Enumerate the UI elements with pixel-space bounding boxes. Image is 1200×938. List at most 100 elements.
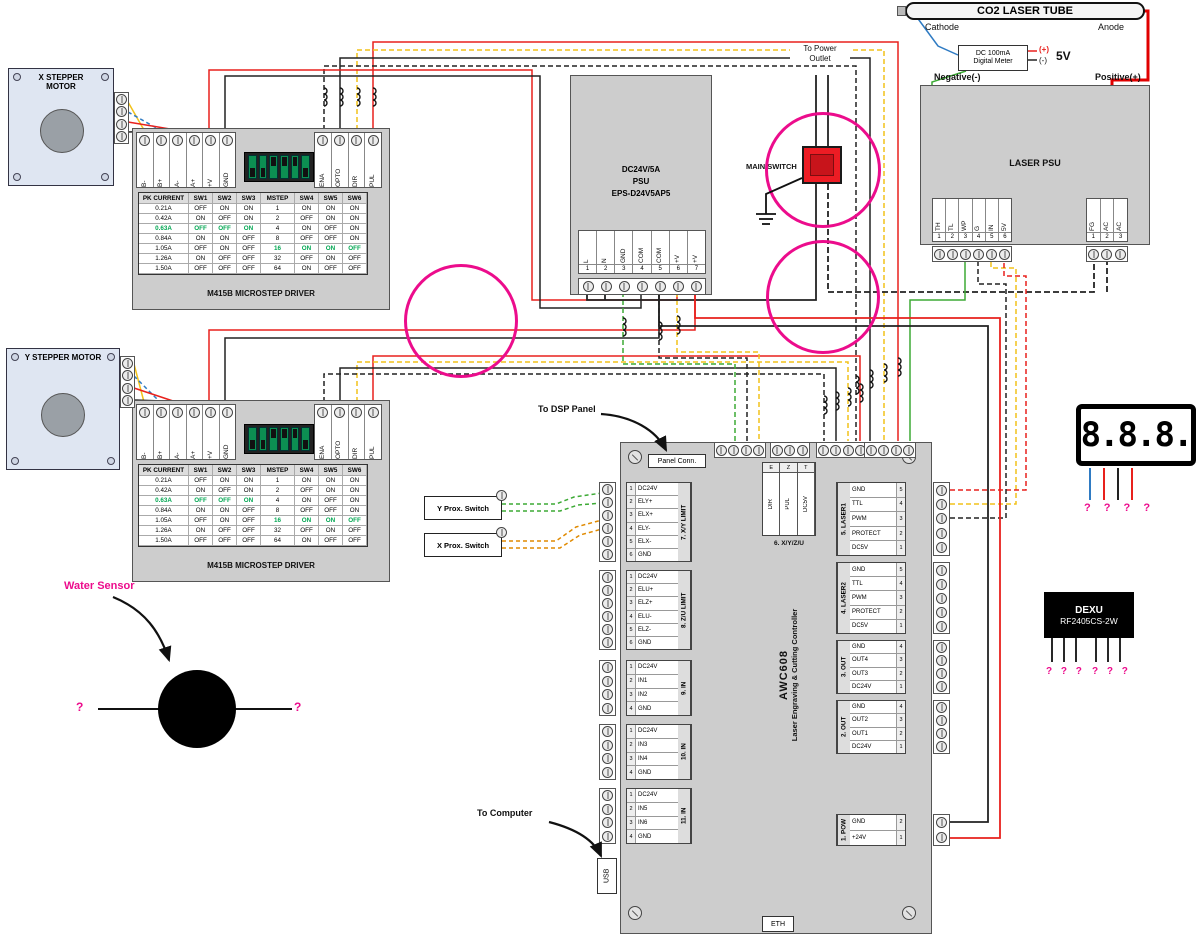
pin-number: 2 [896, 815, 905, 830]
table-cell: ON [237, 214, 261, 224]
table-cell: ON [319, 204, 343, 214]
controller-top-strip-3 [816, 442, 868, 458]
table-header: PK CURRENT [139, 465, 189, 476]
screw-terminal [936, 606, 947, 618]
pin-label: OUT2 [850, 714, 896, 727]
controller-title: AWC608 Laser Engraving & Cutting Control… [776, 525, 800, 825]
table-cell: ON [319, 244, 343, 254]
screw-terminal [172, 407, 184, 418]
dip-switch[interactable] [290, 155, 300, 179]
dip-switch[interactable] [248, 155, 257, 179]
main-switch[interactable] [802, 146, 842, 184]
pin-label: PWM [850, 591, 896, 605]
table-cell: ON [319, 486, 343, 496]
dip-switch[interactable] [280, 155, 289, 179]
pin-label: N [601, 258, 609, 263]
screw-terminal [602, 766, 613, 778]
screw-terminal [690, 281, 702, 292]
dip-switch[interactable] [269, 427, 279, 451]
usb-port[interactable]: USB [597, 858, 617, 894]
dip-switch[interactable] [269, 155, 279, 179]
table-header: SW6 [343, 193, 367, 204]
screw-terminal [934, 248, 945, 260]
screw-terminal [878, 444, 890, 456]
pin-label: GND [850, 815, 896, 830]
pin-label: GND [850, 701, 896, 714]
limit-xy-screws [599, 482, 616, 562]
main-switch-button[interactable] [810, 154, 834, 176]
screw-terminal [602, 790, 613, 802]
dip-switch[interactable] [280, 427, 289, 451]
table-cell: OFF [213, 496, 237, 506]
table-cell: 8 [261, 234, 295, 244]
table-header: SW3 [237, 465, 261, 476]
table-header: SW3 [237, 193, 261, 204]
cathode-label: Cathode [925, 22, 960, 32]
table-cell: ON [343, 506, 367, 516]
driver1-name: M415B MICROSTEP DRIVER [207, 289, 315, 298]
pin-number: 1 [627, 789, 636, 802]
y-prox-switch: Y Prox. Switch [424, 490, 507, 520]
dip-switch[interactable] [248, 427, 257, 451]
out2-screws [933, 700, 950, 754]
table-cell: ON [343, 496, 367, 506]
eth-port[interactable]: ETH [762, 916, 794, 932]
pin-label: DIR [768, 498, 775, 510]
pin-label: +V [674, 254, 682, 263]
screw-terminal [890, 444, 902, 456]
table-header: MSTEP [261, 465, 295, 476]
in11-screws [599, 788, 616, 844]
pin-label: COM [637, 247, 645, 263]
main-switch-label: MAIN SWITCH [746, 162, 797, 171]
pin-label: DC24V [636, 725, 678, 738]
screw-terminal [122, 357, 133, 369]
screw-terminal [188, 407, 200, 418]
screw-terminal [830, 444, 842, 456]
table-cell: ON [319, 214, 343, 224]
screw-terminal [188, 135, 200, 146]
pin-number: 3 [627, 509, 636, 522]
dip-switch[interactable] [301, 427, 311, 451]
screw-terminal [602, 572, 613, 583]
screw-terminal [936, 681, 947, 692]
table-cell: 0.63A [139, 224, 189, 234]
table-cell: ON [343, 204, 367, 214]
pin-label: ELX+ [636, 509, 678, 522]
pin-label: GND [850, 563, 896, 577]
screw-terminal [205, 135, 217, 146]
screw-terminal [753, 444, 765, 456]
dip-switch-block[interactable] [244, 152, 314, 182]
screw-icon [628, 906, 642, 920]
dc-psu-line2: PSU [632, 177, 650, 186]
table-header: MSTEP [261, 193, 295, 204]
highlight-circle-left [404, 264, 518, 378]
screw-terminal [936, 655, 947, 666]
pin-number: 4 [627, 830, 636, 843]
pin-label: TTL [850, 497, 896, 512]
table-cell: OFF [319, 234, 343, 244]
pin-label: G [974, 225, 982, 231]
pin-label: AC [1116, 221, 1124, 231]
pin-label: ENA [318, 173, 326, 187]
driver2-control-bundle [323, 355, 861, 441]
panel-conn[interactable]: Panel Conn. [648, 454, 706, 468]
dip-switch[interactable] [258, 427, 268, 451]
dip-switch-block[interactable] [244, 424, 314, 454]
dip-switch[interactable] [301, 155, 311, 179]
table-cell: OFF [237, 244, 261, 254]
dip-switch[interactable] [258, 155, 268, 179]
screw-terminal [139, 135, 151, 146]
screw-icon [101, 73, 109, 81]
dip-switch[interactable] [290, 427, 300, 451]
pin-number: 5 [651, 264, 669, 273]
display-unknowns: ? ? ? ? [1084, 502, 1156, 514]
table-cell: 16 [261, 516, 295, 526]
screw-terminal [582, 281, 594, 292]
limit-zu-screws [599, 570, 616, 650]
co2-laser-tube: CO2 LASER TUBE [905, 2, 1145, 20]
table-cell: OFF [295, 526, 319, 536]
y-motor-label: Y STEPPER MOTOR [24, 353, 102, 362]
x-motor-label-1: X STEPPER [38, 73, 84, 82]
